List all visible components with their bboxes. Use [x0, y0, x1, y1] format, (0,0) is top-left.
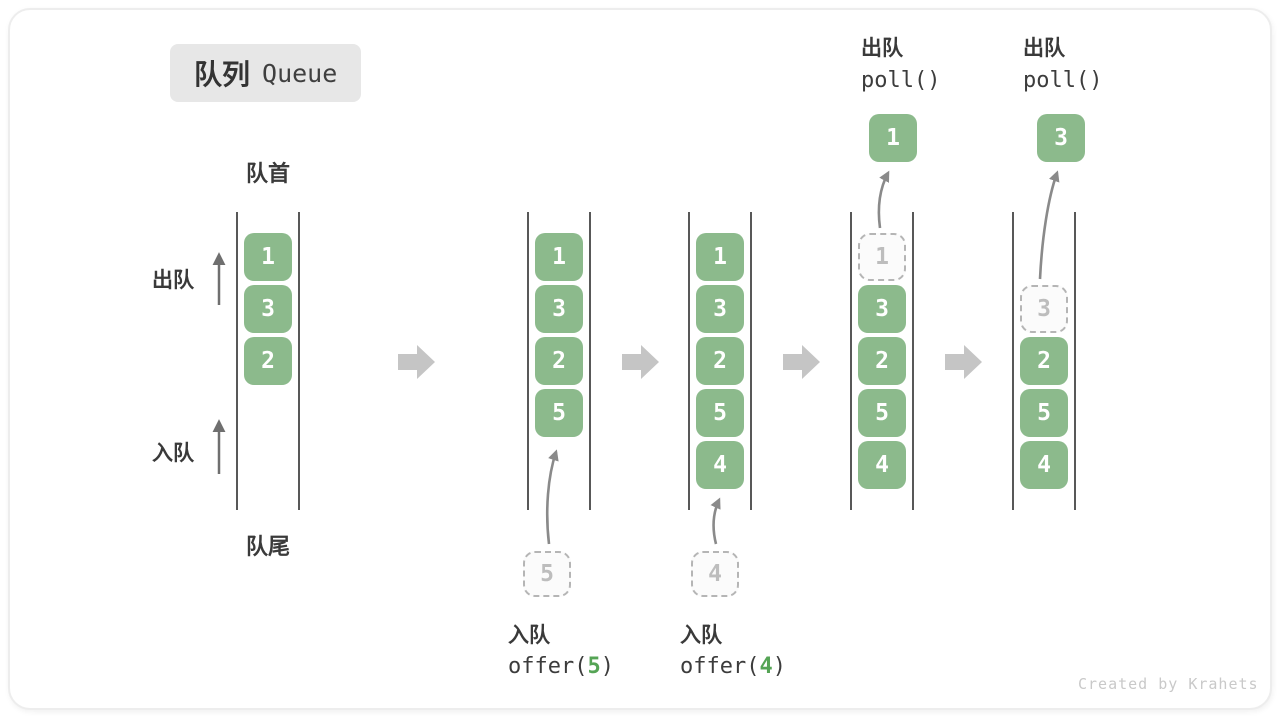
offer5-code-after: ) — [600, 654, 614, 679]
offer4-code-before: offer( — [680, 654, 760, 679]
offer4-code-after: ) — [772, 654, 786, 679]
removed-item-slot: 1 — [858, 233, 906, 281]
queue-item: 1 — [244, 233, 292, 281]
queue-item: 2 — [535, 337, 583, 385]
queue3-wall-right — [750, 212, 752, 510]
queue-item: 5 — [858, 389, 906, 437]
queue2-wall-right — [589, 212, 591, 510]
poll1-code-label: poll() — [861, 68, 941, 93]
queue-item: 5 — [1020, 389, 1068, 437]
queue-item: 1 — [696, 233, 744, 281]
poll2-code-label: poll() — [1023, 68, 1103, 93]
enqueue-side-label: 入队 — [152, 442, 194, 465]
incoming-item-5: 5 — [523, 551, 571, 597]
queue5-wall-right — [1074, 212, 1076, 510]
offer4-name-label: 入队 — [680, 624, 722, 647]
queue-item: 3 — [858, 285, 906, 333]
diagram-card — [8, 8, 1272, 710]
offer5-code-before: offer( — [508, 654, 588, 679]
offer5-name-label: 入队 — [508, 624, 550, 647]
watermark: Created by Krahets — [1078, 675, 1259, 693]
queue-item: 2 — [1020, 337, 1068, 385]
queue-item: 4 — [858, 441, 906, 489]
queue-item: 4 — [1020, 441, 1068, 489]
queue1-wall-left — [236, 212, 238, 510]
queue4-wall-right — [912, 212, 914, 510]
queue1-wall-right — [298, 212, 300, 510]
removed-item-slot: 3 — [1020, 285, 1068, 333]
dequeue-side-label: 出队 — [152, 269, 194, 292]
queue-item: 3 — [696, 285, 744, 333]
offer5-arg: 5 — [587, 654, 601, 679]
title-en: Queue — [262, 58, 338, 88]
queue-item: 2 — [696, 337, 744, 385]
title-box: 队列 Queue — [170, 44, 362, 102]
queue-item: 2 — [858, 337, 906, 385]
queue-item: 3 — [244, 285, 292, 333]
queue5-wall-left — [1012, 212, 1014, 510]
offer5-code-label: offer(5) — [508, 654, 614, 679]
queue-item: 1 — [535, 233, 583, 281]
queue-item: 3 — [535, 285, 583, 333]
queue2-wall-left — [527, 212, 529, 510]
offer4-arg: 4 — [759, 654, 773, 679]
poll2-name-label: 出队 — [1023, 37, 1065, 60]
outgoing-item-3: 3 — [1037, 114, 1085, 162]
incoming-item-4: 4 — [691, 551, 739, 597]
queue-item: 2 — [244, 337, 292, 385]
offer4-code-label: offer(4) — [680, 654, 786, 679]
queue-rear-label: 队尾 — [245, 534, 290, 559]
title-zh: 队列 — [194, 59, 251, 90]
queue3-wall-left — [688, 212, 690, 510]
queue-item: 5 — [696, 389, 744, 437]
queue-item: 4 — [696, 441, 744, 489]
queue-front-label: 队首 — [245, 161, 290, 186]
outgoing-item-1: 1 — [869, 114, 917, 162]
queue-item: 5 — [535, 389, 583, 437]
queue4-wall-left — [850, 212, 852, 510]
poll1-name-label: 出队 — [861, 37, 903, 60]
